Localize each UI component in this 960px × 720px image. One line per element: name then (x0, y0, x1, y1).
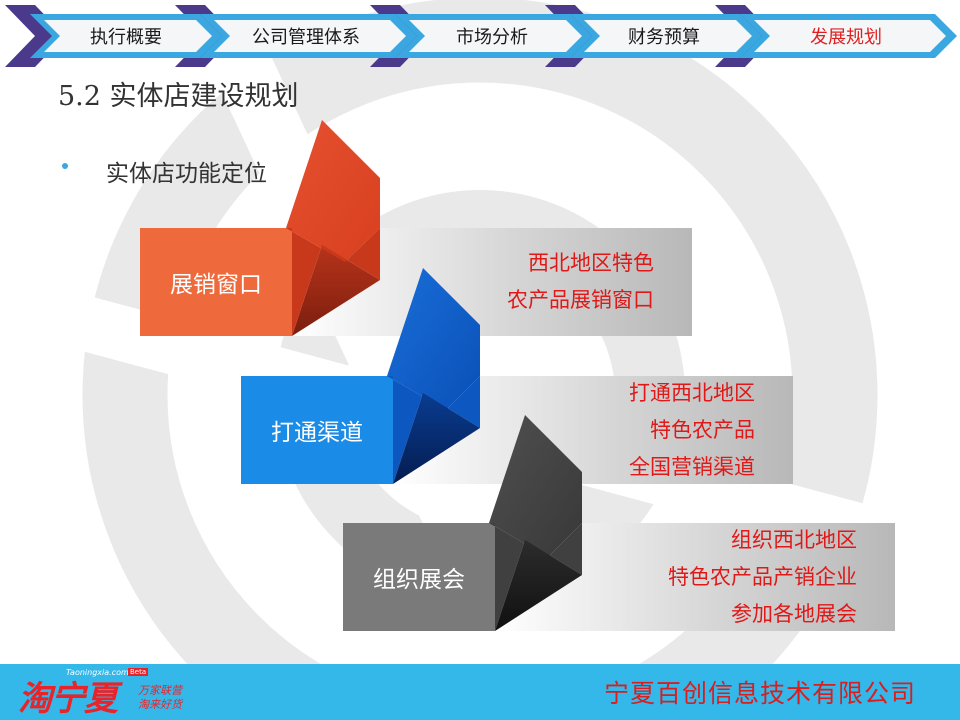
bullet-dot (62, 163, 68, 169)
step-1-desc-line-2: 农产品展销窗口 (507, 288, 654, 312)
company-name: 宁夏百创信息技术有限公司 (603, 679, 916, 708)
top-navigation: 执行概要 公司管理体系 市场分析 财务预算 发展规划 (0, 0, 960, 72)
step-2-desc-line-2: 特色农产品 (650, 417, 755, 442)
nav-tab-management-system[interactable]: 公司管理体系 (252, 27, 360, 48)
footer-bar: 淘宁夏 Taoningxia.com Beta 万家联营 淘来好货 宁夏百创信息… (0, 664, 960, 720)
nav-chevron-background (5, 5, 957, 67)
step-3-block: 组织展会 (343, 523, 495, 631)
step-1-label: 展销窗口 (170, 272, 262, 298)
nav-tab-development-plan[interactable]: 发展规划 (810, 27, 882, 48)
step-2-desc-line-1: 打通西北地区 (629, 380, 755, 405)
slide-title: 5.2 实体店建设规划 (58, 81, 299, 112)
step-2-block: 打通渠道 (241, 376, 393, 484)
logo-wordmark: 淘宁夏 (18, 679, 118, 719)
step-3-desc-line-1: 组织西北地区 (731, 527, 857, 552)
logo-beta-badge: Beta (128, 668, 149, 676)
step-2-desc-line-3: 全国营销渠道 (629, 454, 755, 479)
step-3-desc-line-2: 特色农产品产销企业 (668, 564, 857, 589)
step-1-description-bar: 西北地区特色 农产品展销窗口 (292, 228, 692, 336)
step-1-block: 展销窗口 (140, 228, 292, 336)
logo-slogan-line-2: 淘来好货 (138, 698, 182, 711)
step-2-label: 打通渠道 (271, 420, 363, 446)
bullet-text: 实体店功能定位 (106, 161, 267, 187)
step-3-desc-line-3: 参加各地展会 (731, 601, 857, 626)
taoningxia-logo[interactable]: 淘宁夏 Taoningxia.com Beta 万家联营 淘来好货 (18, 668, 188, 719)
nav-tab-financial-budget[interactable]: 财务预算 (628, 27, 700, 48)
logo-domain: Taoningxia.com (66, 668, 129, 677)
nav-tab-market-analysis[interactable]: 市场分析 (456, 27, 528, 48)
nav-tab-executive-summary[interactable]: 执行概要 (90, 27, 162, 48)
step-1-desc-line-1: 西北地区特色 (528, 251, 654, 275)
step-3-label: 组织展会 (373, 567, 465, 593)
logo-slogan-line-1: 万家联营 (138, 684, 182, 697)
step-2-description-bar: 打通西北地区 特色农产品 全国营销渠道 (393, 376, 793, 484)
step-3-description-bar: 组织西北地区 特色农产品产销企业 参加各地展会 (495, 523, 895, 631)
